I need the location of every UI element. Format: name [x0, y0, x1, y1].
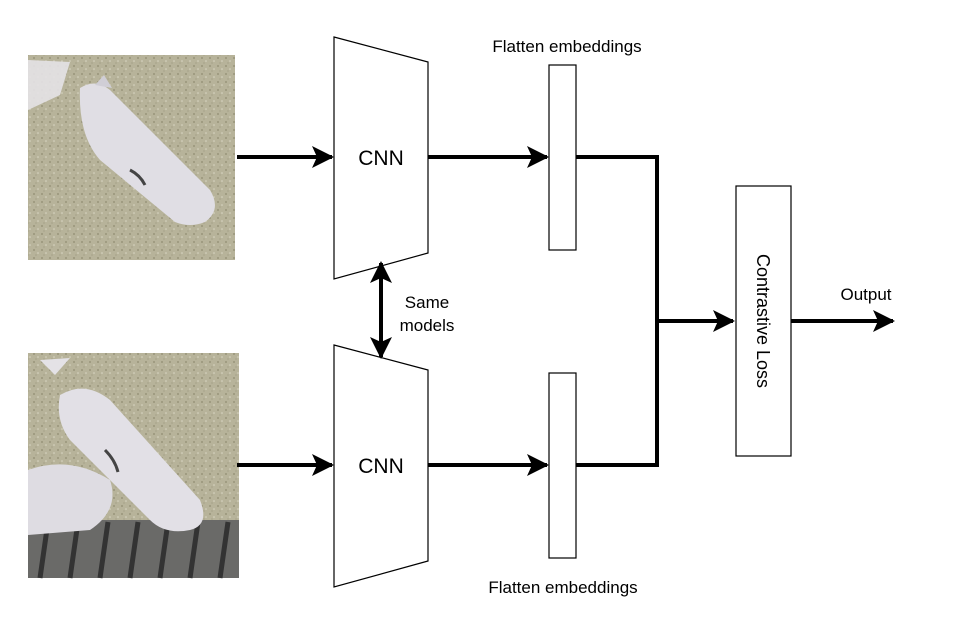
same-models-label-line2: models: [400, 316, 455, 335]
contrastive-loss-label: Contrastive Loss: [753, 254, 773, 388]
input-image-bottom: [28, 353, 239, 579]
merge-line-top: [576, 155, 659, 322]
embedding-label-top: Flatten embeddings: [492, 37, 641, 56]
cnn-label-bottom: CNN: [358, 455, 404, 478]
contrastive-loss-box: [735, 185, 792, 457]
merge-line-bottom: [576, 320, 659, 467]
cnn-block-bottom: [333, 344, 429, 588]
embedding-bar-top: [548, 64, 577, 251]
embedding-label-bottom: Flatten embeddings: [488, 578, 637, 597]
cnn-label-top: CNN: [358, 147, 404, 170]
output-label: Output: [840, 285, 891, 304]
embedding-bar-bottom: [548, 372, 577, 559]
cnn-block-top: [333, 36, 429, 280]
same-models-label-line1: Same: [405, 293, 449, 312]
input-image-top: [28, 55, 235, 260]
